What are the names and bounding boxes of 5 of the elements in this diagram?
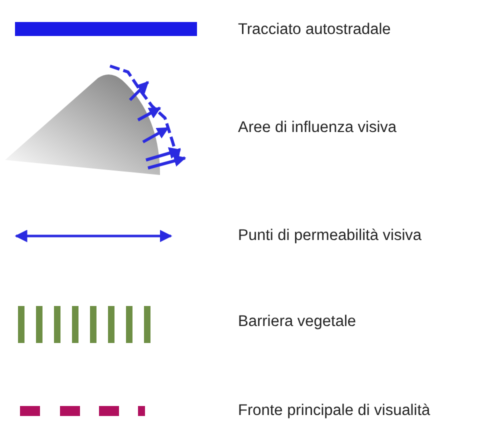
legend-label: Fronte principale di visualità [238,401,430,421]
legend-label: Barriera vegetale [238,312,356,332]
legend-label: Punti di permeabilità visiva [238,226,422,246]
legend-label: Tracciato autostradale [238,20,391,40]
legend-label: Aree di influenza visiva [238,118,397,138]
